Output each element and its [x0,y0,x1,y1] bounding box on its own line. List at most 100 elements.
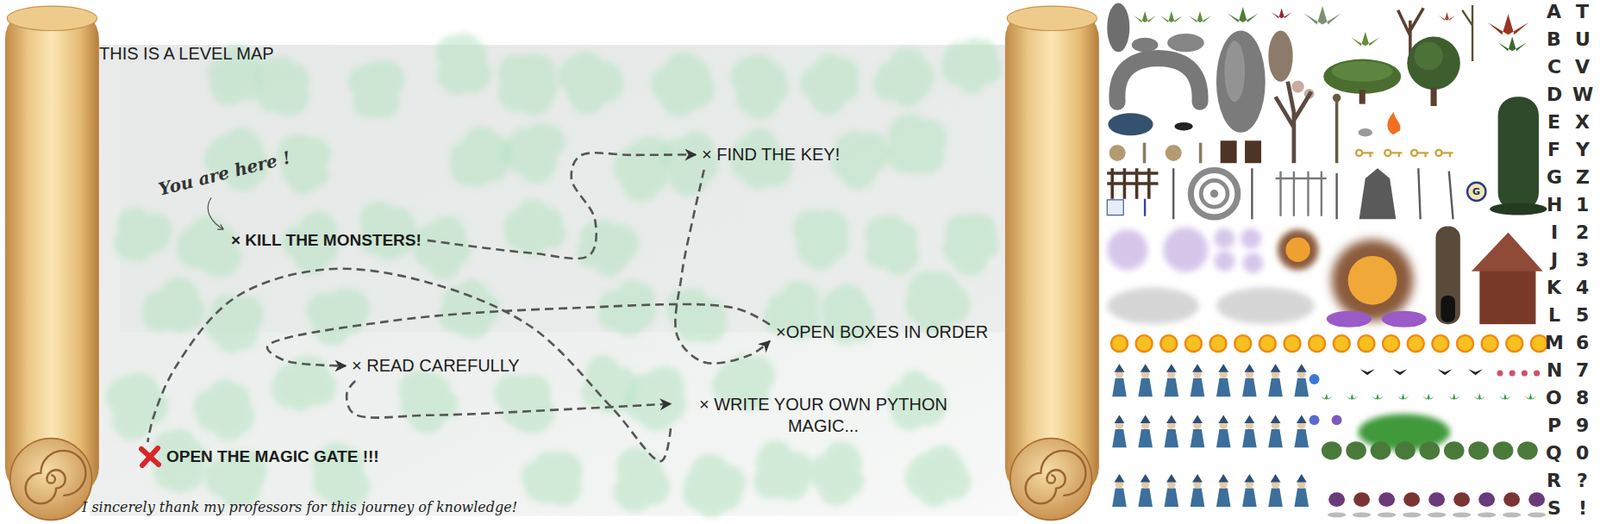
wizard-sprite [1293,474,1309,507]
wizard-cloak [1137,429,1153,448]
wizard-hat [1218,474,1229,482]
shadow-sprite [1377,512,1396,518]
tree-blob-part [818,455,857,493]
waypoint-text: OPEN THE MAGIC GATE !!! [166,447,380,466]
wizard-hat [1114,363,1125,372]
tree-blob-part [191,231,229,269]
font-glyph: R [1546,471,1562,491]
wizard-sprite [1268,414,1283,448]
purple-cloud-sprite [1106,229,1148,270]
plant-sprite [1188,11,1212,23]
tree-blob-part [318,296,357,334]
tree-blob-part [571,64,609,102]
font-glyph: Z [1575,168,1590,188]
tree-blob [682,454,746,519]
wizard-cloak [1216,429,1232,448]
font-glyph: W [1572,85,1594,105]
creature-sprite [1353,492,1370,507]
fireball-sprite [1284,335,1301,352]
tree-blob [106,372,169,441]
tree-blob-part [678,296,716,334]
tree-blob [598,280,657,337]
tree-blob [613,447,671,513]
flower-sprite [1509,369,1516,376]
wizard-cloak [1216,378,1232,397]
wizard-sprite [1190,414,1206,448]
blue-flower-sprite [1331,414,1343,425]
wizard-hat [1166,474,1177,482]
tree-sprite [1406,37,1461,91]
slime-sprite [1517,441,1538,460]
tree-blob-part [461,140,499,178]
bat-sprite [1393,368,1408,375]
waypoint: × FIND THE KEY! [698,142,844,168]
wizard-cloak [1293,378,1309,397]
creature-sprite [1428,492,1445,507]
slime-sprite [1468,441,1489,460]
post-sprite [1143,143,1147,164]
font-glyph: 9 [1575,416,1589,436]
tree-blob-part [118,388,156,426]
flower-sprite [1496,369,1503,376]
tree-blob-part [154,288,192,326]
wizard-cloak [1137,488,1153,507]
wizard-hat [1114,474,1125,482]
dashed-route [675,169,770,364]
shield-sprite [1165,144,1182,162]
forest-blobs [106,32,1002,518]
big-rock-sprite [1224,40,1245,102]
rock-sprite [1131,37,1159,53]
tree-blob-part [918,283,956,321]
wizard-sprite [1164,363,1180,397]
tree-blob-part [123,216,161,254]
shadow-sprite [1174,122,1193,131]
wizard-hat [1140,363,1151,372]
tree-blob [753,440,814,501]
spiral-gate-sprite [1200,180,1228,207]
font-glyph: L [1548,306,1561,325]
tree-blob-part [508,64,546,102]
tree-blob-part [285,365,323,403]
key-sprite [1390,152,1402,157]
tower-tree-sprite [1498,96,1539,211]
dead-tree-sprite [1275,81,1312,164]
map-paper [89,44,1019,516]
wizard-hat [1270,414,1282,423]
smoke-sprite [1216,287,1315,325]
fireball-sprite [1357,335,1375,352]
leaf-sprite [1345,393,1358,400]
tree-blob-part [519,210,557,248]
wizard-sprite [1137,414,1153,448]
waypoint-text: × FIND THE KEY! [701,144,840,164]
staff-sprite [1335,100,1339,163]
map-title: THIS IS A LEVEL MAP [99,43,275,64]
creature-sprite [1378,492,1395,507]
key-sprite [1435,150,1442,157]
fireball-sprite [1210,335,1227,352]
wizard-cloak [1137,378,1153,397]
wizard-cloak [1164,429,1180,448]
shadow-sprite [1402,512,1421,518]
key-sprite [1362,152,1374,157]
tree-blob [809,441,864,507]
waypoint: ×OPEN BOXES IN ORDER [772,319,992,345]
wizard-sprite [1137,474,1153,507]
flower-sprite [1533,369,1540,376]
tree-blob-part [443,46,481,84]
tree-blob [831,130,890,189]
creature-sprite [1453,492,1470,507]
tree-blob [624,366,687,432]
wizard-cloak [1268,488,1283,507]
fireball-sprite [1259,335,1276,352]
wizard-hat [1296,414,1307,423]
key-sprite [1411,150,1418,157]
wizard-cloak [1293,429,1309,448]
tree-blob [306,288,370,346]
tree-blob-part [874,227,912,265]
tree-blob-part [517,131,555,169]
wizard-sprite [1293,363,1309,397]
shadow-sprite [1427,512,1446,518]
dashed-route [147,268,671,462]
wizard-hat [1192,414,1203,423]
slime-sprite [1345,441,1367,460]
